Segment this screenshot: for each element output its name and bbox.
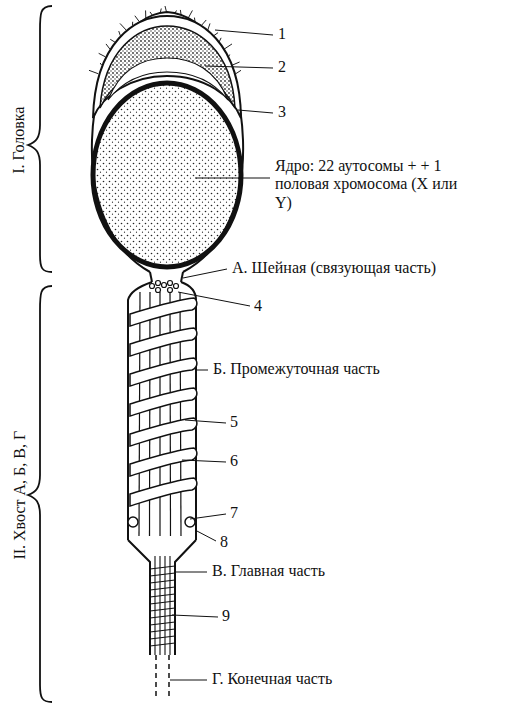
- fibrous-sheath: [150, 643, 175, 646]
- fibrous-sheath: [150, 566, 175, 569]
- part-label: Ядро: 22 аутосомы + + 1 половая хромосом…: [275, 157, 475, 212]
- mitochondrial-helix: [130, 478, 197, 506]
- mitochondrial-helix: [130, 388, 197, 416]
- axial-fiber: [159, 556, 160, 655]
- part-label: В. Главная часть: [212, 562, 325, 580]
- part-label: А. Шейная (связующая часть): [232, 259, 436, 277]
- hair-stroke: [208, 23, 210, 30]
- callout-number: 6: [230, 452, 238, 470]
- fibrous-sheath: [150, 608, 175, 611]
- hair-stroke: [202, 20, 207, 25]
- callout-number: 8: [220, 533, 228, 551]
- mitochondrial-helix: [130, 418, 197, 446]
- hair-stroke: [110, 39, 115, 42]
- hair-stroke: [135, 16, 139, 22]
- axial-fiber: [180, 292, 181, 536]
- mitochondrial-helix: [130, 358, 197, 386]
- axial-fiber: [154, 556, 155, 655]
- fibrous-sheath: [150, 622, 175, 625]
- axial-fiber: [164, 556, 165, 655]
- fibrous-sheath: [150, 587, 175, 590]
- hair-stroke: [224, 44, 232, 49]
- fibrous-sheath: [150, 601, 175, 604]
- part-label: Б. Промежуточная часть: [213, 360, 380, 378]
- fibrous-sheath: [150, 594, 175, 597]
- mitochondrial-helix: [130, 328, 197, 356]
- hair-stroke: [188, 10, 192, 18]
- callout-number: 5: [230, 413, 238, 431]
- axial-fiber: [159, 292, 160, 536]
- fibrous-sheath: [150, 615, 175, 618]
- fibrous-sheath: [150, 580, 175, 583]
- callout-number: 9: [222, 607, 230, 625]
- callout-number: 4: [254, 297, 262, 315]
- callout-number: 3: [278, 103, 286, 121]
- mitochondrial-helix: [130, 448, 197, 476]
- hair-stroke: [106, 44, 110, 49]
- section-title: II. Хвост А, Б, В, Г: [11, 431, 29, 560]
- hair-stroke: [119, 31, 121, 36]
- hair-stroke: [120, 23, 126, 30]
- callout-number: 7: [230, 504, 238, 522]
- fibrous-sheath: [150, 629, 175, 632]
- hair-stroke: [100, 63, 101, 65]
- hair-stroke: [236, 70, 241, 73]
- axial-fiber: [169, 292, 171, 536]
- callout-number: 2: [278, 58, 286, 76]
- hair-stroke: [99, 53, 106, 57]
- axial-fiber: [169, 556, 170, 655]
- part-label: Г. Конечная часть: [212, 670, 332, 688]
- hair-stroke: [145, 10, 146, 18]
- callout-number: 1: [278, 25, 286, 43]
- section-title: I. Головка: [11, 106, 29, 173]
- hair-stroke: [132, 22, 133, 26]
- fibrous-sheath: [150, 573, 175, 576]
- fibrous-sheath: [150, 636, 175, 639]
- mitochondrial-helix: [130, 298, 197, 326]
- hair-stroke: [89, 70, 98, 73]
- hair-stroke: [232, 62, 239, 65]
